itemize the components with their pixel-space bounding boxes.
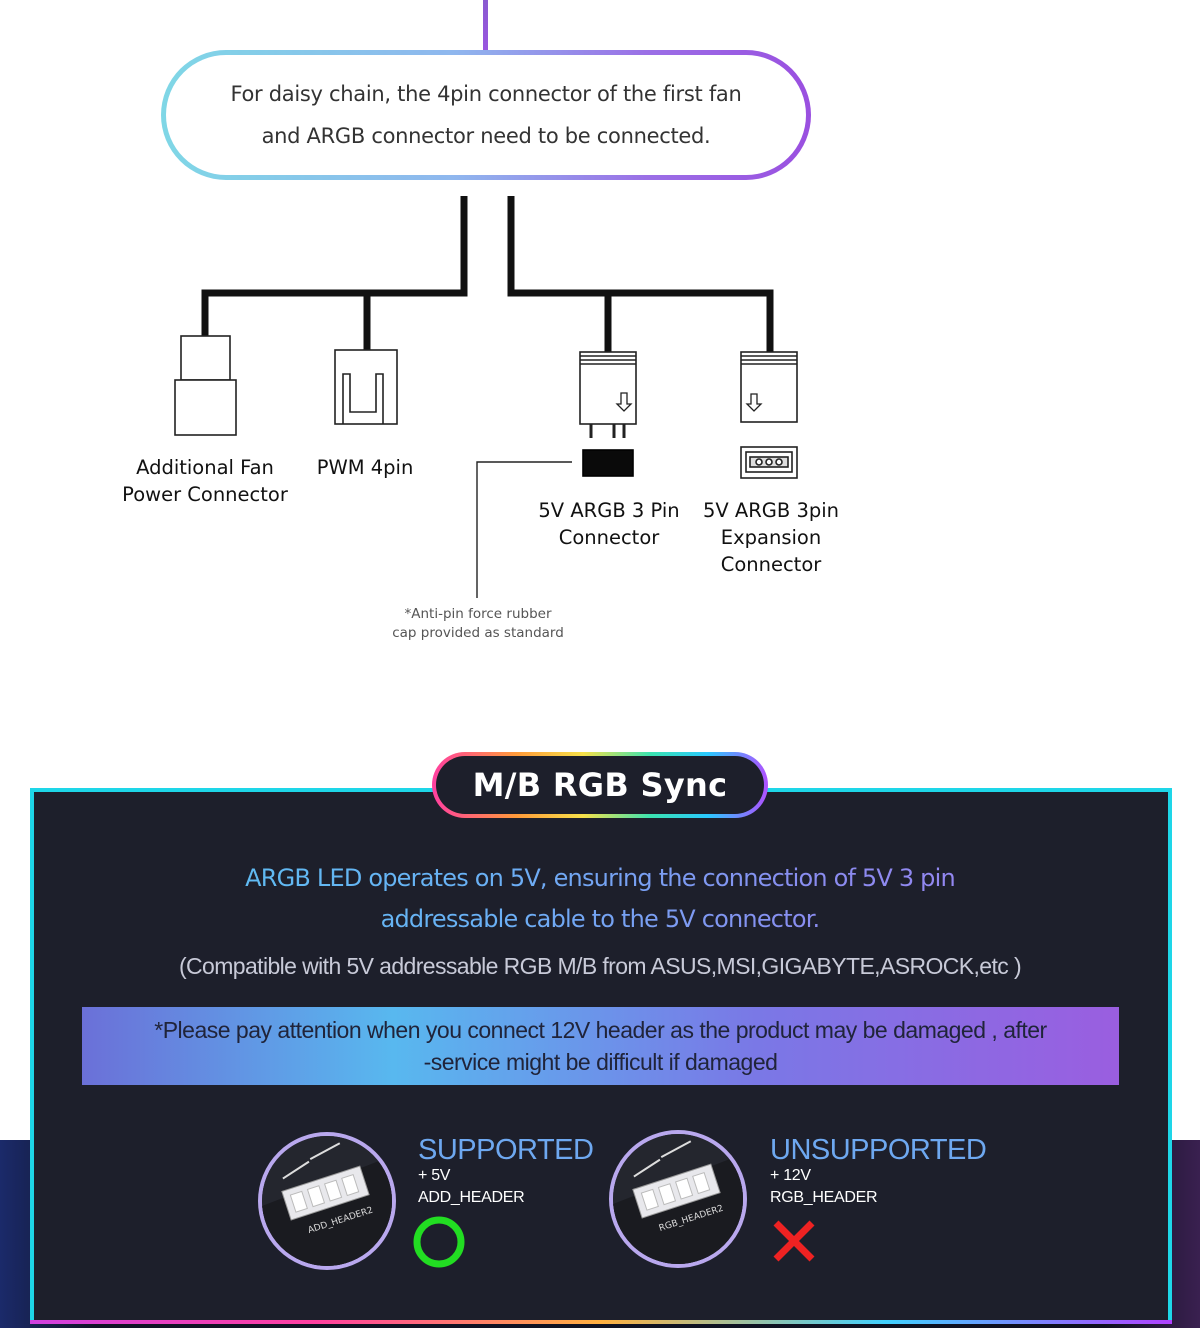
right-cable-branch bbox=[507, 196, 774, 352]
unsupported-title: UNSUPPORTED bbox=[770, 1134, 987, 1166]
fan-power-label-line1: Additional Fan bbox=[136, 456, 274, 479]
daisy-chain-note-line2: and ARGB connector need to be connected. bbox=[261, 124, 711, 148]
supported-voltage: + 5V bbox=[418, 1167, 451, 1184]
unsupported-header-photo: RGB_HEADER2 bbox=[609, 1130, 747, 1268]
x-mark-icon bbox=[773, 1220, 815, 1262]
supported-header-illustration: ADD_HEADER2 bbox=[262, 1136, 392, 1266]
daisy-chain-note-inner: For daisy chain, the 4pin connector of t… bbox=[166, 55, 806, 175]
unsupported-voltage: + 12V bbox=[770, 1167, 811, 1184]
warning-line2: -service might be difficult if damaged bbox=[423, 1049, 778, 1075]
rubber-cap-leader-line bbox=[476, 461, 572, 598]
supported-header-name: ADD_HEADER bbox=[418, 1189, 525, 1206]
unsupported-header-illustration: RGB_HEADER2 bbox=[613, 1134, 743, 1264]
daisy-chain-note-line1: For daisy chain, the 4pin connector of t… bbox=[230, 82, 742, 106]
left-cable-branch bbox=[201, 196, 468, 350]
rubber-cap-note: *Anti-pin force rubber cap provided as s… bbox=[368, 605, 588, 643]
argb-3pin-label-line1: 5V ARGB 3 Pin bbox=[538, 499, 680, 522]
argb-expansion-label-line2: Expansion bbox=[720, 526, 822, 549]
argb-3pin-connector-icon bbox=[579, 351, 637, 477]
argb-headline-line2: addressable cable to the 5V connector. bbox=[60, 905, 1140, 933]
rgb-sync-title-inner: M/B RGB Sync bbox=[436, 756, 764, 814]
rubber-cap-note-line1: *Anti-pin force rubber bbox=[404, 606, 552, 622]
argb-3pin-label-line2: Connector bbox=[558, 526, 660, 549]
supported-header-photo: ADD_HEADER2 bbox=[258, 1132, 396, 1270]
rgb-sync-title-badge: M/B RGB Sync bbox=[432, 752, 768, 818]
rgb-sync-title: M/B RGB Sync bbox=[472, 766, 728, 804]
unsupported-header-name: RGB_HEADER bbox=[770, 1189, 878, 1206]
fan-power-connector-icon bbox=[174, 335, 237, 436]
pwm-4pin-label: PWM 4pin bbox=[300, 454, 430, 481]
warning-line1: *Please pay attention when you connect 1… bbox=[154, 1017, 1047, 1043]
connector-line-top bbox=[483, 0, 488, 52]
rubber-cap-note-line2: cap provided as standard bbox=[392, 625, 564, 641]
argb-expansion-label-line3: Connector bbox=[720, 553, 822, 576]
supported-title: SUPPORTED bbox=[418, 1134, 594, 1166]
daisy-chain-note-box: For daisy chain, the 4pin connector of t… bbox=[161, 50, 811, 180]
argb-expansion-label: 5V ARGB 3pin Expansion Connector bbox=[681, 497, 861, 578]
argb-headline-line1: ARGB LED operates on 5V, ensuring the co… bbox=[60, 864, 1140, 892]
warning-banner: *Please pay attention when you connect 1… bbox=[82, 1007, 1119, 1085]
argb-3pin-label: 5V ARGB 3 Pin Connector bbox=[519, 497, 699, 551]
check-circle-icon bbox=[413, 1216, 465, 1268]
fan-power-label-line2: Power Connector bbox=[122, 483, 288, 506]
argb-expansion-label-line1: 5V ARGB 3pin bbox=[702, 499, 840, 522]
pwm-4pin-connector-icon bbox=[334, 349, 398, 425]
wiring-diagram bbox=[174, 196, 798, 598]
pwm-label-line1: PWM 4pin bbox=[316, 456, 414, 479]
fan-power-connector-label: Additional Fan Power Connector bbox=[105, 454, 305, 508]
compatibility-text: (Compatible with 5V addressable RGB M/B … bbox=[178, 953, 1022, 979]
argb-expansion-connector-icon bbox=[740, 351, 798, 479]
